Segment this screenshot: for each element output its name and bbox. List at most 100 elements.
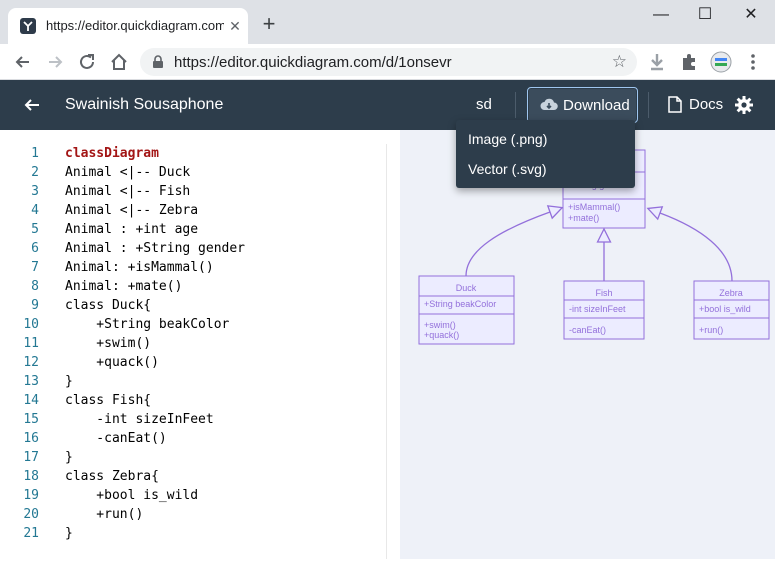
code-text[interactable]: +bool is_wild: [65, 488, 199, 503]
menu-item-png[interactable]: Image (.png): [468, 131, 548, 147]
class-attribute: -int sizeInFeet: [569, 304, 626, 314]
browser-tab[interactable]: https://editor.quickdiagram.com/d/1onsev…: [8, 8, 248, 44]
line-number: 16: [23, 431, 39, 446]
class-node-duck[interactable]: Duck +String beakColor +swim() +quack(): [418, 275, 515, 345]
code-line[interactable]: 14 class Fish{: [0, 391, 380, 410]
class-node-zebra[interactable]: Zebra +bool is_wild +run(): [693, 280, 770, 340]
browser-menu-icon[interactable]: [740, 49, 766, 75]
code-line[interactable]: 20 +run(): [0, 505, 380, 524]
back-arrow-icon[interactable]: [10, 49, 36, 75]
back-arrow-icon[interactable]: [20, 93, 44, 117]
class-name: Fish: [595, 288, 612, 298]
code-text[interactable]: Animal : +int age: [65, 222, 199, 237]
code-text[interactable]: Animal <|-- Zebra: [65, 203, 199, 218]
editor-minimap-divider: [386, 144, 387, 559]
line-number: 13: [23, 374, 39, 389]
quickdiagram-favicon-icon: [20, 18, 36, 34]
code-text[interactable]: classDiagram: [65, 146, 159, 161]
line-number: 15: [23, 412, 39, 427]
class-method: +quack(): [424, 330, 459, 340]
home-icon[interactable]: [106, 49, 132, 75]
code-line[interactable]: 4 Animal <|-- Zebra: [0, 201, 380, 220]
window-close-button[interactable]: ✕: [744, 6, 758, 23]
code-text[interactable]: +swim(): [65, 336, 152, 351]
line-number: 17: [23, 450, 39, 465]
menu-item-svg[interactable]: Vector (.svg): [468, 161, 547, 177]
docs-link[interactable]: Docs: [689, 96, 724, 113]
line-number: 10: [23, 317, 39, 332]
class-name: Zebra: [719, 288, 743, 298]
line-number: 19: [23, 488, 39, 503]
code-text[interactable]: Animal : +String gender: [65, 241, 246, 256]
download-button[interactable]: Download: [527, 87, 638, 123]
document-title[interactable]: Swainish Sousaphone: [65, 96, 224, 113]
class-method: +swim(): [424, 320, 456, 330]
line-number: 2: [31, 165, 39, 180]
line-number: 12: [23, 355, 39, 370]
code-text[interactable]: Animal <|-- Duck: [65, 165, 191, 180]
code-text[interactable]: Animal: +isMammal(): [65, 260, 214, 275]
bookmark-star-icon[interactable]: ☆: [611, 52, 627, 71]
code-line[interactable]: 21}: [0, 524, 380, 543]
code-line[interactable]: 8 Animal: +mate(): [0, 277, 380, 296]
line-number: 11: [23, 336, 39, 351]
code-line[interactable]: 13}: [0, 372, 380, 391]
new-tab-button[interactable]: +: [262, 11, 276, 36]
profile-avatar[interactable]: [708, 49, 734, 75]
code-text[interactable]: class Fish{: [65, 393, 152, 408]
lock-icon[interactable]: [152, 55, 164, 74]
code-text[interactable]: }: [65, 374, 73, 389]
class-node-fish[interactable]: Fish -int sizeInFeet -canEat(): [563, 280, 645, 340]
line-number: 21: [23, 526, 39, 541]
code-text[interactable]: +String beakColor: [65, 317, 230, 332]
code-text[interactable]: class Duck{: [65, 298, 152, 313]
diagram-preview[interactable]: +String gender +isMammal() +mate() Duck …: [400, 130, 775, 559]
class-name: Duck: [456, 283, 477, 293]
code-text[interactable]: -canEat(): [65, 431, 167, 446]
code-text[interactable]: class Zebra{: [65, 469, 159, 484]
class-method: +mate(): [568, 213, 599, 223]
document-icon[interactable]: [668, 96, 682, 118]
code-line[interactable]: 16 -canEat(): [0, 429, 380, 448]
code-text[interactable]: +quack(): [65, 355, 159, 370]
diagram-type-label[interactable]: sd: [476, 96, 492, 113]
reload-icon[interactable]: [74, 49, 100, 75]
gear-icon[interactable]: [734, 95, 754, 120]
line-number: 7: [31, 260, 39, 275]
code-text[interactable]: Animal: +mate(): [65, 279, 183, 294]
code-line[interactable]: 10 +String beakColor: [0, 315, 380, 334]
inheritance-edges: [465, 212, 733, 282]
browser-tab-strip: https://editor.quickdiagram.com/d/1onsev…: [0, 0, 775, 44]
code-text[interactable]: -int sizeInFeet: [65, 412, 214, 427]
code-line[interactable]: 17}: [0, 448, 380, 467]
code-text[interactable]: }: [65, 526, 73, 541]
forward-arrow-icon[interactable]: [42, 49, 68, 75]
line-number: 14: [23, 393, 39, 408]
tab-close-icon[interactable]: ✕: [229, 18, 241, 34]
code-text[interactable]: +run(): [65, 507, 144, 522]
header-divider: [515, 92, 516, 118]
code-line[interactable]: 7 Animal: +isMammal(): [0, 258, 380, 277]
code-line[interactable]: 15 -int sizeInFeet: [0, 410, 380, 429]
line-number: 8: [31, 279, 39, 294]
maximize-button[interactable]: ☐: [697, 6, 713, 23]
code-text[interactable]: }: [65, 450, 73, 465]
address-bar[interactable]: https://editor.quickdiagram.com/d/1onsev…: [140, 48, 637, 76]
line-number: 4: [31, 203, 39, 218]
code-line[interactable]: 2 Animal <|-- Duck: [0, 163, 380, 182]
extensions-puzzle-icon[interactable]: [676, 49, 702, 75]
code-text[interactable]: Animal <|-- Fish: [65, 184, 191, 199]
code-line[interactable]: 11 +swim(): [0, 334, 380, 353]
download-indicator-icon[interactable]: [644, 49, 670, 75]
browser-toolbar: https://editor.quickdiagram.com/d/1onsev…: [0, 44, 775, 80]
code-line[interactable]: 12 +quack(): [0, 353, 380, 372]
minimize-button[interactable]: —: [653, 6, 669, 23]
code-line[interactable]: 19 +bool is_wild: [0, 486, 380, 505]
